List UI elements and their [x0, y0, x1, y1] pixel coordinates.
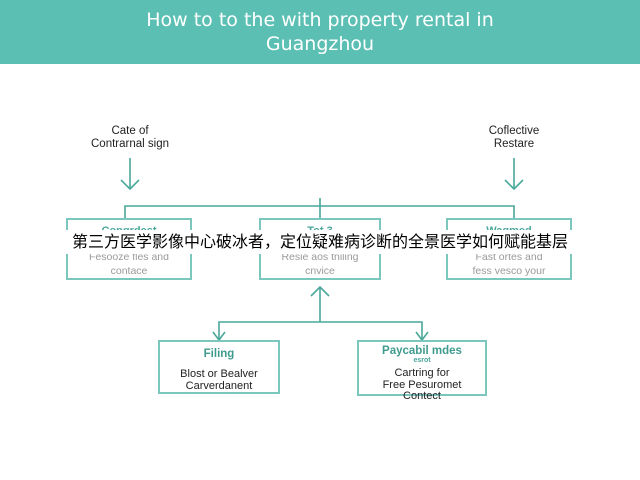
bottom-split-connector: [218, 321, 423, 340]
box-payable: Paycabil mdes esrot Cartring for Free Pe…: [357, 340, 487, 402]
title-line-2: Guangzhou: [265, 33, 375, 55]
right-arrow-head: [504, 179, 524, 191]
page-title: How to to the with property rental in Gu…: [0, 8, 640, 56]
box-filing: Filing Blost or Bealver Carverdanent: [158, 340, 280, 394]
overlay-caption: 第三方医学影像中心破冰者，定位疑难病诊断的全景医学如何赋能基层: [0, 230, 640, 254]
up-arrow-head: [310, 285, 330, 297]
top-right-label: Coflective Restare: [488, 125, 540, 150]
header-banner: How to to the with property rental in Gu…: [0, 0, 640, 64]
title-line-1: How to to the with property rental in: [146, 9, 494, 31]
left-arrow-head: [120, 179, 140, 191]
top-left-label: Cate of Contrarnal sign: [91, 125, 169, 150]
